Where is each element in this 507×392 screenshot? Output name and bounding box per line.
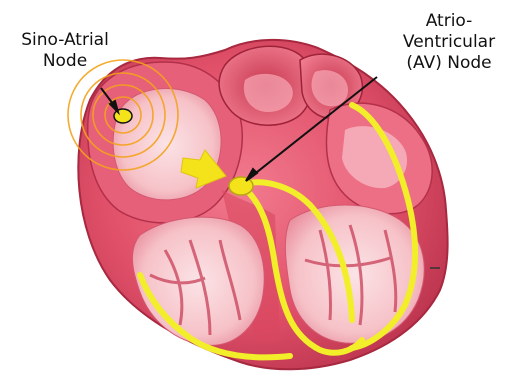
av-node-label-line1: Atrio- [392,11,506,32]
sa-node-label: Sino-Atrial Node [6,30,124,72]
av-node-label-line3: (AV) Node [392,53,506,74]
sa-node-label-line2: Node [6,51,124,72]
av-node-label: Atrio- Ventricular (AV) Node [392,11,506,74]
left-ventricle [285,205,424,343]
sa-node-label-line1: Sino-Atrial [6,30,124,51]
av-node-label-line2: Ventricular [392,32,506,53]
